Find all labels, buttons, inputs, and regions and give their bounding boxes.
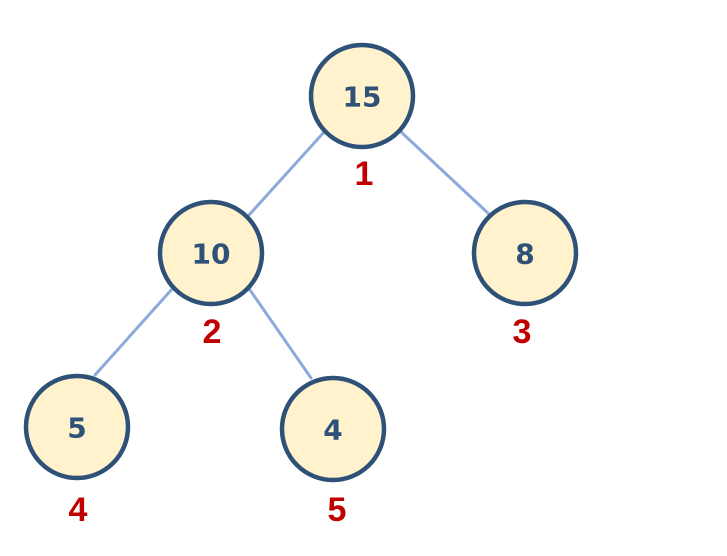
node-value: 10 <box>192 238 231 271</box>
node-value: 15 <box>343 81 382 114</box>
tree-node-15: 15 <box>308 42 416 150</box>
node-index-label: 2 <box>203 313 222 351</box>
node-circle <box>157 199 265 307</box>
tree-node-8: 8 <box>471 199 579 307</box>
edge-10-to-4 <box>248 288 313 380</box>
node-value: 8 <box>515 238 534 271</box>
tree-node-10: 10 <box>157 199 265 307</box>
node-index-label: 5 <box>328 491 347 529</box>
node-value: 5 <box>67 412 86 445</box>
node-index-label: 1 <box>355 155 374 193</box>
edge-10-to-5 <box>93 286 175 377</box>
edge-15-to-10 <box>247 129 327 217</box>
node-value: 4 <box>323 414 342 447</box>
edge-15-to-8 <box>398 129 492 217</box>
tree-node-4: 4 <box>279 375 387 483</box>
node-circle <box>471 199 579 307</box>
node-index-label: 4 <box>69 491 88 529</box>
node-circle <box>279 375 387 483</box>
node-circle <box>308 42 416 150</box>
node-index-label: 3 <box>513 313 532 351</box>
node-circle <box>23 373 131 481</box>
tree-node-5: 5 <box>23 373 131 481</box>
